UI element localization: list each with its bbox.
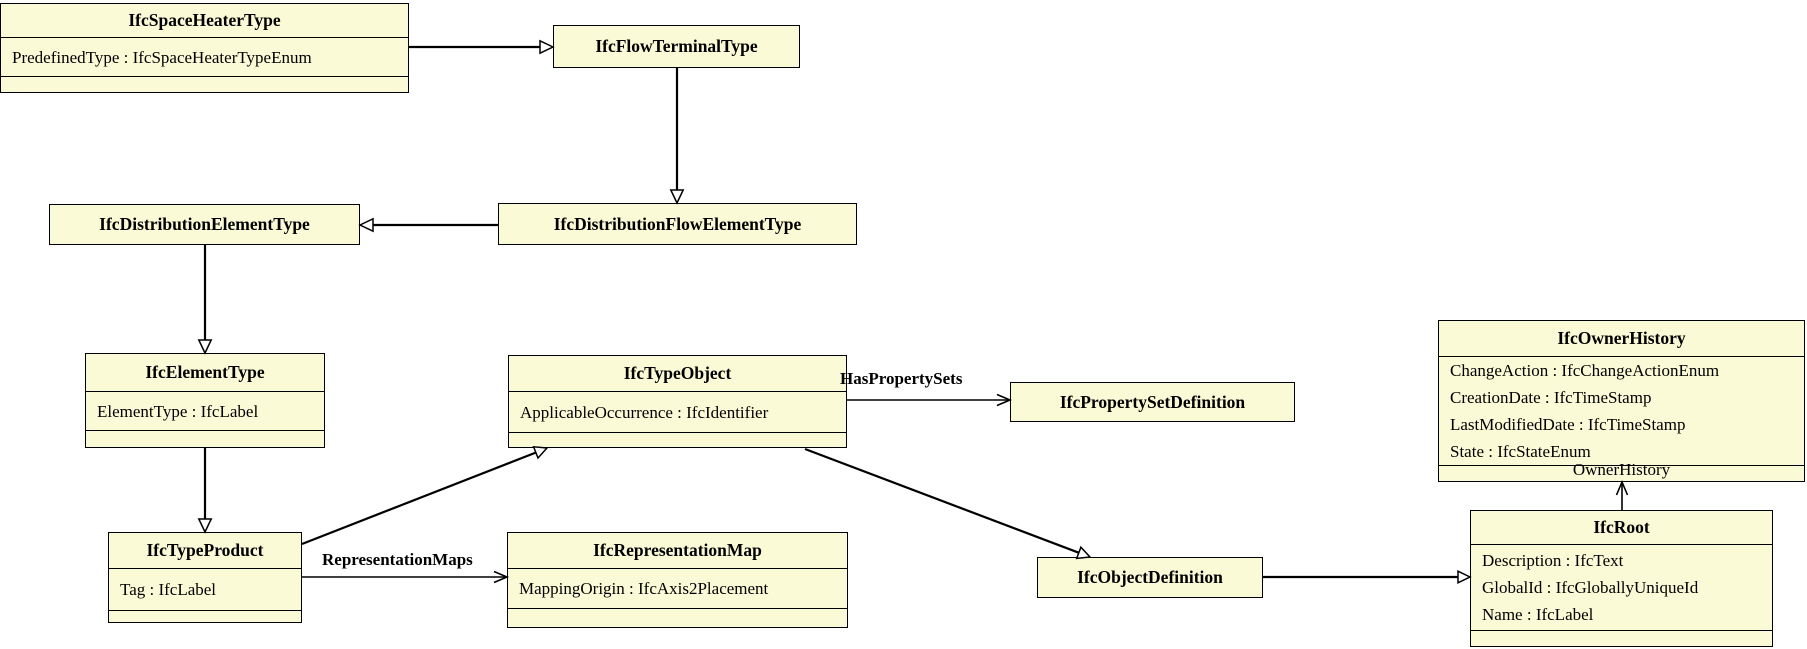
edge-label-representationmaps: RepresentationMaps [322,550,473,569]
operations-compartment [86,430,324,447]
class-title: IfcRoot [1593,517,1650,537]
class-node-ifcrepresentationmap[interactable]: IfcRepresentationMap MappingOrigin : Ifc… [507,532,848,628]
attribute-line: LastModifiedDate : IfcTimeStamp [1450,415,1686,434]
class-title: IfcObjectDefinition [1077,567,1223,587]
operations-compartment [508,608,847,627]
edge-association-representationmaps [302,570,510,584]
attribute-line: State : IfcStateEnum [1450,442,1591,461]
attribute-line: GlobalId : IfcGloballyUniqueId [1482,578,1699,597]
class-title: IfcDistributionFlowElementType [553,213,802,234]
operations-compartment [1439,465,1804,481]
class-attributes: ApplicableOccurrence : IfcIdentifier [509,391,846,432]
operations-compartment [1471,630,1772,646]
class-title: IfcPropertySetDefinition [1059,391,1246,412]
class-attributes: Description : IfcText GlobalId : IfcGlob… [1471,544,1772,630]
edge-generalization-distributionelement-to-elementtype [197,245,213,355]
class-title: IfcOwnerHistory [1557,328,1686,348]
operations-compartment [509,432,846,447]
class-node-ifcobjectdefinition[interactable]: IfcObjectDefinition [1037,557,1263,598]
class-attributes: MappingOrigin : IfcAxis2Placement [508,568,847,608]
edge-association-haspropertysets [847,393,1013,407]
class-attributes: Tag : IfcLabel [109,568,301,610]
class-title: IfcRepresentationMap [593,540,762,560]
class-node-ifcdistributionflowelementtype[interactable]: IfcDistributionFlowElementType [498,203,857,245]
class-attributes: ElementType : IfcLabel [86,391,324,430]
edge-label-ownerhistory: OwnerHistory [1572,460,1671,479]
edge-generalization-typeproduct-to-typeobject [301,445,549,546]
operations-compartment [109,610,301,622]
class-node-ifctypeobject[interactable]: IfcTypeObject ApplicableOccurrence : Ifc… [508,355,847,448]
class-title: IfcDistributionElementType [99,214,310,234]
class-title: IfcElementType [145,362,265,382]
class-title: IfcTypeObject [623,363,732,383]
attribute-line: Name : IfcLabel [1482,605,1594,624]
attribute-line: PredefinedType : IfcSpaceHeaterTypeEnum [12,47,312,67]
class-node-ifcpropertysetdefinition[interactable]: IfcPropertySetDefinition [1010,382,1295,422]
class-node-ifctypeproduct[interactable]: IfcTypeProduct Tag : IfcLabel [108,532,302,623]
class-attributes: PredefinedType : IfcSpaceHeaterTypeEnum [1,37,408,76]
attribute-line: ChangeAction : IfcChangeActionEnum [1450,361,1720,380]
class-title: IfcTypeProduct [146,540,264,560]
attribute-line: Tag : IfcLabel [120,580,217,599]
class-node-ifcspaceheatertype[interactable]: IfcSpaceHeaterType PredefinedType : IfcS… [0,3,409,93]
class-node-ifcdistributionelementtype[interactable]: IfcDistributionElementType [49,204,360,245]
edge-label-haspropertysets: HasPropertySets [840,369,963,388]
attribute-line: MappingOrigin : IfcAxis2Placement [519,579,769,598]
edge-generalization-flowterminal-to-distributionflowelement [669,68,685,205]
edge-association-ownerhistory [1615,479,1629,510]
class-node-ifcflowterminaltype[interactable]: IfcFlowTerminalType [553,25,800,68]
attribute-line: Description : IfcText [1482,551,1624,570]
edge-generalization-spaceheater-to-flowterminal [409,39,555,55]
class-title: IfcFlowTerminalType [595,36,758,56]
attribute-line: CreationDate : IfcTimeStamp [1450,388,1652,407]
class-node-ifcelementtype[interactable]: IfcElementType ElementType : IfcLabel [85,353,325,448]
class-title: IfcSpaceHeaterType [128,10,281,30]
class-node-ifcroot[interactable]: IfcRoot Description : IfcText GlobalId :… [1470,510,1773,647]
edge-generalization-distributionflowelement-to-distributionelement [358,217,498,233]
class-attributes: ChangeAction : IfcChangeActionEnum Creat… [1439,356,1804,465]
class-node-ifcownerhistory[interactable]: IfcOwnerHistory ChangeAction : IfcChange… [1438,320,1805,482]
attribute-line: ApplicableOccurrence : IfcIdentifier [520,402,769,422]
edge-generalization-objectdefinition-to-root [1263,570,1472,584]
operations-compartment [1,76,408,92]
attribute-line: ElementType : IfcLabel [97,401,259,421]
edge-generalization-elementtype-to-typeproduct [197,448,213,534]
